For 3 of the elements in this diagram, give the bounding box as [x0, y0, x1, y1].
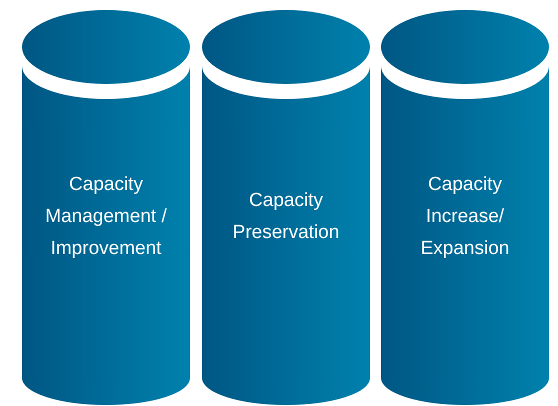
cylinder-label: Capacity Management / Improvement — [44, 173, 168, 261]
cylinder-label: Capacity Increase/ Expansion — [420, 173, 510, 261]
cylinder-label: Capacity Preservation — [232, 189, 340, 245]
